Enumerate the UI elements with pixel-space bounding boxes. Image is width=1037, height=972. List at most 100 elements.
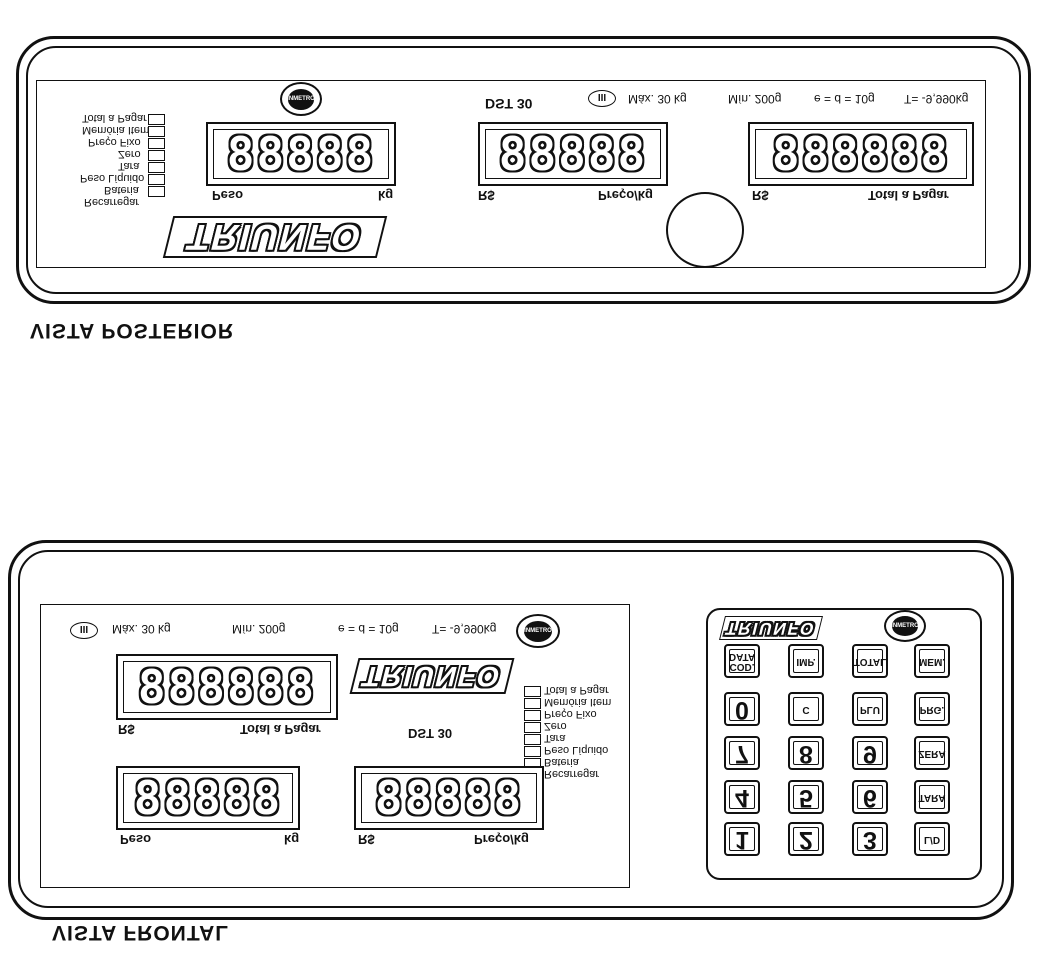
front-min: Mín. 200g (232, 622, 286, 636)
rear-price-label-right: Preço/kg (598, 188, 653, 203)
rear-indicator-box (148, 126, 165, 137)
keypad-key-label: MEM. (918, 656, 946, 667)
keypad-key-4[interactable]: 4 (724, 780, 760, 814)
keypad-key-imp[interactable]: IMP. (788, 644, 824, 678)
rear-indicator-box (148, 162, 165, 173)
rear-division: e = d = 10g (814, 92, 875, 106)
front-weight-label-left: Peso (120, 832, 152, 847)
front-total-label-right: Total a Pagar (240, 722, 321, 737)
keypad-key-label: 0 (735, 695, 749, 724)
keypad-key-label: 1 (735, 825, 749, 854)
keypad-key-label: 9 (863, 739, 877, 768)
keypad-key-cod-data[interactable]: COD. DATA (724, 644, 760, 678)
rear-round-port (666, 192, 744, 268)
front-indicator-label: Recarregar (544, 768, 600, 780)
front-brand-logo: TRIUNFO (349, 658, 515, 694)
front-price-display: 88888 (354, 766, 544, 830)
front-division: e = d = 10g (338, 622, 399, 636)
rear-weight-label-left: Peso (212, 188, 244, 203)
front-tare: T= -9,990kg (432, 622, 497, 636)
rear-indicator-box (148, 174, 165, 185)
keypad-key-9[interactable]: 9 (852, 736, 888, 770)
keypad-key-total[interactable]: TOTAL (852, 644, 888, 678)
rear-price-digits: 88888 (498, 127, 648, 181)
keypad-key-label: PRG. (919, 704, 945, 715)
front-indicator-label: Zero (544, 720, 567, 732)
keypad-key-3[interactable]: 3 (852, 822, 888, 856)
keypad-key-plu[interactable]: PLU (852, 692, 888, 726)
front-total-display: 888888 (116, 654, 338, 720)
rear-total-label-left: R$ (752, 188, 769, 203)
front-indicator-box (524, 698, 541, 709)
keypad-key-label: PLU (860, 704, 880, 715)
keypad-inmetro-seal: INMETRO (884, 610, 926, 642)
rear-total-display: 888888 (748, 122, 974, 186)
rear-indicator-label: Peso Líquido (80, 172, 145, 184)
keypad-key-mem[interactable]: MEM. (914, 644, 950, 678)
rear-indicator-label: Tara (118, 160, 140, 172)
front-model: DST 30 (408, 726, 453, 741)
front-weight-display: 88888 (116, 766, 300, 830)
rear-indicator-label: Recarregar (84, 196, 140, 208)
front-housing-inner (18, 550, 1004, 908)
rear-class-mark: III (588, 90, 616, 107)
keypad-key-tara[interactable]: TARA (914, 780, 950, 814)
front-indicator-box (524, 734, 541, 745)
keypad-key-label: 2 (799, 825, 813, 854)
rear-price-display: 88888 (478, 122, 668, 186)
rear-brand-logo: TRIUNFO (162, 216, 388, 258)
keypad-key-1[interactable]: 1 (724, 822, 760, 856)
front-seal-text: INMETRO (524, 628, 552, 634)
keypad-key-label: TOTAL (853, 656, 887, 667)
keypad-seal-text: INMETRO (891, 623, 919, 629)
rear-indicator-box (148, 138, 165, 149)
keypad-key-label: 5 (799, 783, 813, 812)
front-weight-label-right: kg (284, 832, 300, 847)
keypad-key-prg[interactable]: PRG. (914, 692, 950, 726)
keypad-key-7[interactable]: 7 (724, 736, 760, 770)
front-indicator-box (524, 710, 541, 721)
rear-weight-display: 88888 (206, 122, 396, 186)
front-indicator-label: Memória Item (544, 696, 612, 708)
rear-weight-digits: 88888 (226, 127, 376, 181)
front-price-label-left: R$ (358, 832, 375, 847)
front-price-digits: 88888 (374, 771, 524, 825)
front-class-mark: III (70, 622, 98, 639)
rear-total-label-right: Total a Pagar (868, 188, 949, 203)
front-indicator-label: Preço Fixo (544, 708, 597, 720)
keypad-key-label: 7 (735, 739, 749, 768)
rear-indicator-box (148, 186, 165, 197)
keypad-key-label: C (802, 704, 810, 715)
keypad-key-c[interactable]: C (788, 692, 824, 726)
keypad-brand-logo: TRIUNFO (719, 616, 823, 640)
rear-indicator-box (148, 150, 165, 161)
keypad-key-zera[interactable]: ZERA (914, 736, 950, 770)
front-total-label-left: R$ (118, 722, 135, 737)
front-indicator-box (524, 686, 541, 697)
rear-price-label-left: R$ (478, 188, 495, 203)
rear-inmetro-seal: INMETRO (280, 82, 322, 116)
keypad-key-l-d[interactable]: L/D (914, 822, 950, 856)
front-indicator-box (524, 746, 541, 757)
front-indicator-box (524, 722, 541, 733)
front-price-label-right: Preço/kg (474, 832, 529, 847)
rear-weight-label-right: kg (378, 188, 394, 203)
rear-seal-text: INMETRO (287, 96, 315, 102)
keypad-key-label: ZERA (918, 748, 946, 759)
keypad-key-2[interactable]: 2 (788, 822, 824, 856)
rear-view-caption: VISTA POSTERIOR (30, 319, 235, 342)
keypad-key-label: L/D (923, 834, 941, 845)
rear-indicator-label: Total a Pagar (82, 112, 147, 124)
keypad-key-5[interactable]: 5 (788, 780, 824, 814)
rear-indicator-label: Preço Fixo (88, 136, 141, 148)
front-indicator-label: Peso Líquido (544, 744, 609, 756)
keypad-key-6[interactable]: 6 (852, 780, 888, 814)
front-max: Máx. 30 kg (112, 622, 171, 636)
keypad-key-8[interactable]: 8 (788, 736, 824, 770)
keypad-key-label: 8 (799, 739, 813, 768)
front-indicator-label: Tara (544, 732, 566, 744)
keypad-key-0[interactable]: 0 (724, 692, 760, 726)
rear-tare: T= -9,990kg (904, 92, 969, 106)
keypad-key-label: IMP. (796, 656, 816, 667)
keypad-key-label: 6 (863, 783, 877, 812)
